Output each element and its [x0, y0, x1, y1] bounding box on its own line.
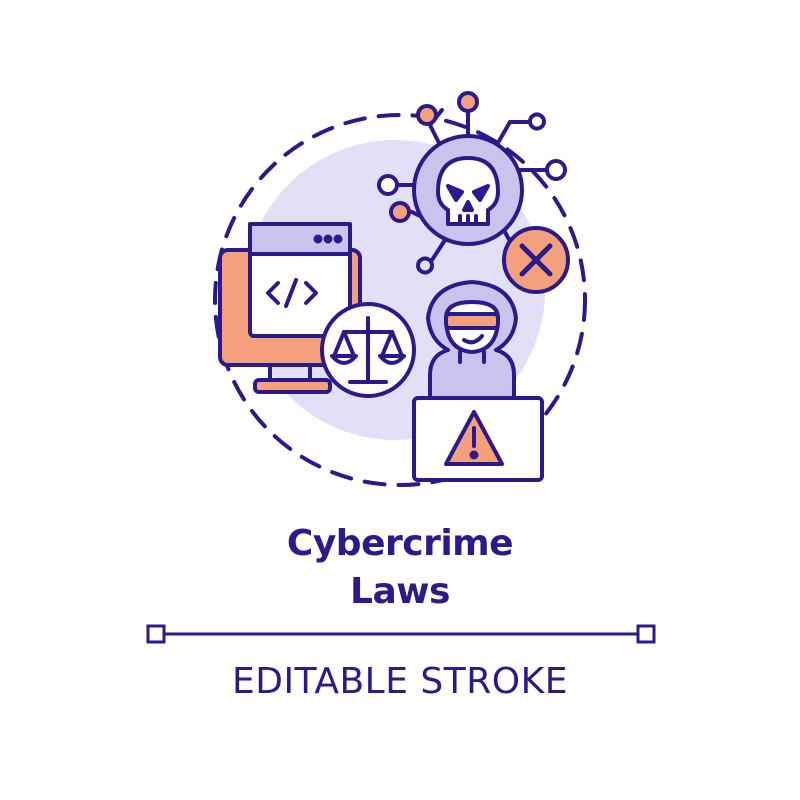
skull-icon	[412, 134, 524, 246]
code-window-icon	[248, 222, 352, 338]
title-line-1: Cybercrime	[286, 523, 514, 564]
scales-of-justice-icon	[320, 302, 416, 398]
warning-icon	[412, 396, 544, 482]
editable-stroke-label: EDITABLE STROKE	[232, 661, 568, 702]
divider-left-handle	[146, 624, 166, 644]
dashed-ring	[213, 113, 587, 487]
close-x-icon	[502, 226, 570, 294]
divider-right-handle	[636, 624, 656, 644]
hacker-icon	[426, 280, 518, 402]
divider-line	[146, 624, 656, 644]
title-line-2: Laws	[350, 571, 450, 612]
